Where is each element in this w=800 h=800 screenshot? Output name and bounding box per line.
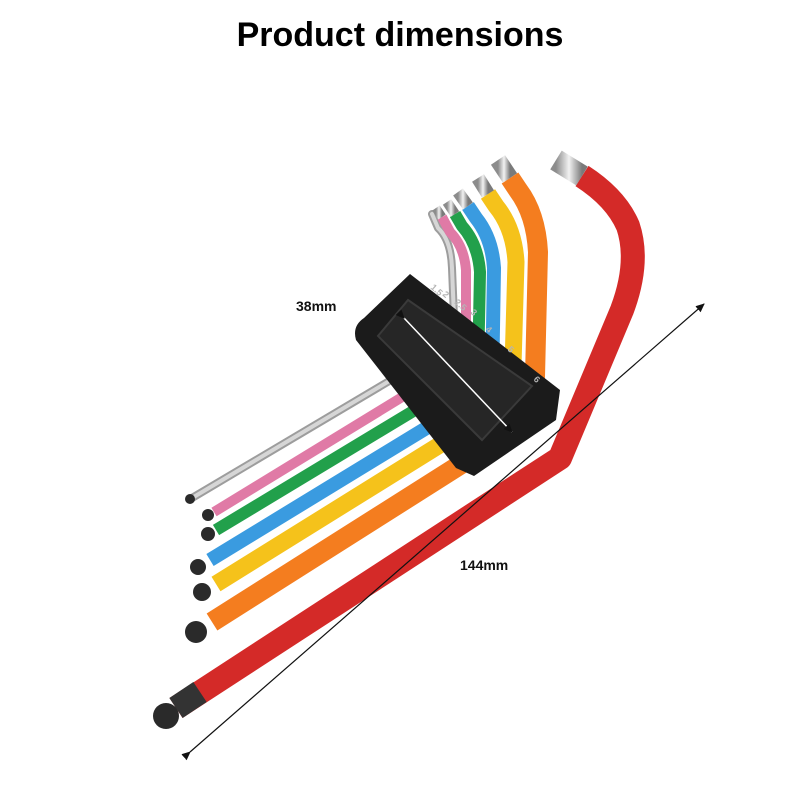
page-title: Product dimensions [236,16,564,54]
size-label-2: 2 [441,289,451,300]
holder-width-label: 38mm [296,298,336,314]
total-length-label: 144mm [460,557,508,573]
total-length-dimension-line [181,303,705,761]
